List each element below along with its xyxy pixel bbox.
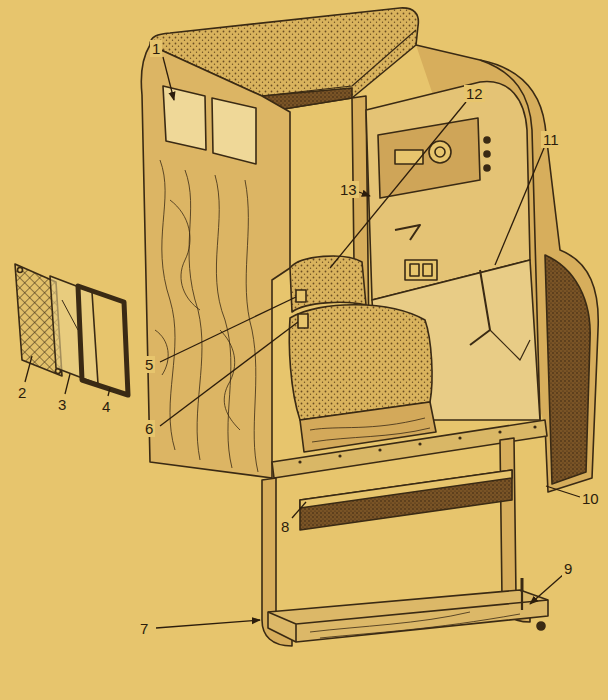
callout-number: 12 [464,85,485,102]
window-seal [78,286,128,395]
side-wall [141,45,290,478]
callout-number: 4 [100,398,112,415]
callout-number: 2 [16,384,28,401]
callout-number: 10 [580,490,601,507]
callout-number: 3 [56,396,68,413]
callout-number: 7 [138,620,150,637]
rear-window [163,86,206,150]
seat-cushion [289,305,432,420]
seat-back [290,256,366,312]
step-board [268,590,548,642]
callout-number: 9 [562,560,574,577]
leader-lines [25,57,580,628]
callout-number: 1 [150,40,162,57]
callout-number: 6 [143,420,155,437]
callout-number: 8 [279,518,291,535]
seat-latch [296,290,306,302]
instrument-panel [378,118,480,198]
callout-number: 11 [541,131,561,148]
callout-number: 5 [143,356,155,373]
fender-panel [545,255,590,484]
step-panel [300,470,512,530]
callout-number: 13 [338,181,359,198]
